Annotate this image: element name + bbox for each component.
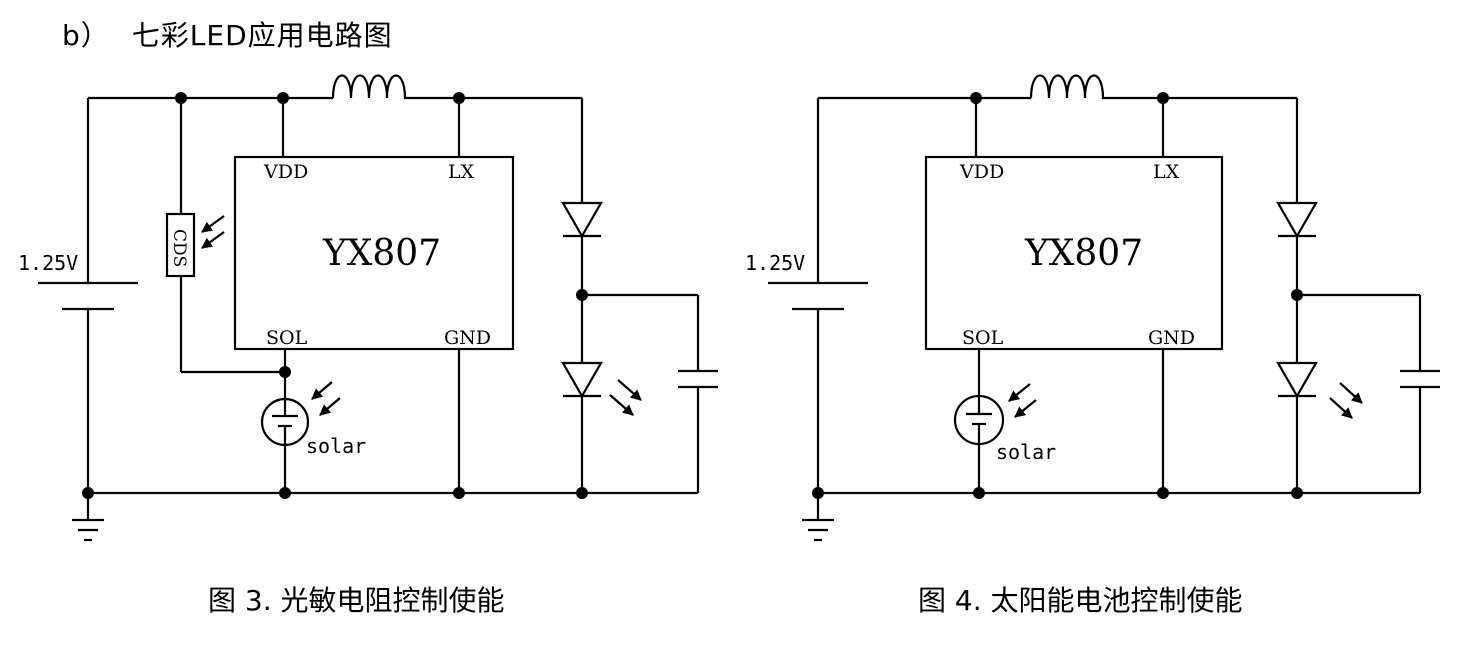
solar-label: solar	[996, 440, 1056, 464]
diode	[561, 201, 603, 239]
led	[561, 361, 603, 399]
chip-label: YX807	[1024, 233, 1143, 274]
solar-label: solar	[306, 434, 366, 458]
pin-label-sol: SOL	[962, 327, 1004, 349]
cds-label: CDS	[169, 229, 189, 267]
chip-body	[924, 155, 1224, 351]
battery-voltage-label: 1.25V	[18, 251, 78, 275]
section-title: 七彩LED应用电路图	[131, 19, 393, 52]
chip-body	[233, 155, 515, 351]
inductor	[331, 74, 408, 100]
pin-label-gnd: GND	[1148, 327, 1195, 349]
pin-label-lx: LX	[448, 161, 475, 183]
figure-3-caption: 图 3. 光敏电阻控制使能	[208, 584, 505, 617]
pin-label-lx: LX	[1153, 161, 1180, 183]
pin-label-vdd: VDD	[959, 161, 1004, 183]
figure-4-caption: 图 4. 太阳能电池控制使能	[918, 584, 1243, 617]
diode	[1276, 201, 1318, 239]
figure-4-junctions	[812, 92, 1303, 499]
inductor	[1029, 74, 1106, 100]
battery-voltage-label: 1.25V	[745, 251, 805, 275]
section-index: b）	[62, 19, 110, 52]
figure-4-circuit	[768, 74, 1440, 542]
chip-label: YX807	[322, 233, 441, 274]
led	[1276, 361, 1318, 399]
pin-label-vdd: VDD	[263, 161, 308, 183]
pin-label-gnd: GND	[444, 327, 491, 349]
figure-3-junctions	[82, 92, 588, 499]
figure-3-circuit	[38, 74, 718, 542]
pin-label-sol: SOL	[266, 327, 308, 349]
section-heading: b） 七彩LED应用电路图	[62, 14, 393, 54]
